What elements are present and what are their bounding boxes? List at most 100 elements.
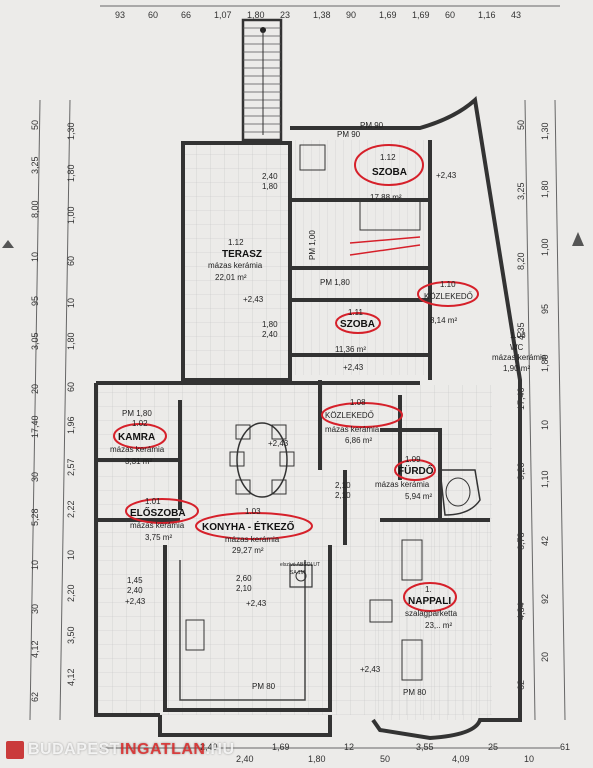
svg-text:mázas kerámia: mázas kerámia <box>110 445 165 454</box>
room-kozlekedo-110: 1.10 KÖZLEKEDŐ 8,14 m² <box>424 280 473 325</box>
svg-text:6,86 m²: 6,86 m² <box>345 436 372 445</box>
dims-left-a-label: 10 <box>30 560 40 570</box>
svg-text:ELŐSZOBA: ELŐSZOBA <box>130 506 186 519</box>
svg-text:PM 1,80: PM 1,80 <box>320 278 350 287</box>
dims-top-label: 93 <box>115 10 125 20</box>
svg-text:2,10: 2,10 <box>335 491 351 500</box>
dims-bottom-label: 3,55 <box>416 742 434 752</box>
svg-text:PM 1,80: PM 1,80 <box>122 409 152 418</box>
section-marker-icon-left <box>2 240 14 248</box>
svg-text:TERASZ: TERASZ <box>222 249 262 260</box>
dims-top-label: 60 <box>148 10 158 20</box>
dims-top-label: 66 <box>181 10 191 20</box>
dims-left-b-label: 2,57 <box>66 458 76 476</box>
dims-left-a-label: 17,40 <box>30 415 40 438</box>
floor-finishes <box>97 140 492 720</box>
svg-text:mázas kerámia: mázas kerámia <box>130 521 185 530</box>
dims-left-b-label: 4,12 <box>66 668 76 686</box>
dims-top-label: 1,80 <box>247 10 265 20</box>
dims-bottom-label: 2,40 <box>236 754 254 764</box>
dims-left-b-label: 1,80 <box>66 164 76 182</box>
living-furniture <box>299 144 423 681</box>
svg-text:8,14 m²: 8,14 m² <box>430 316 457 325</box>
svg-text:2,10: 2,10 <box>335 481 351 490</box>
dims-left-b-label: 1,30 <box>66 122 76 140</box>
dims-bottom-label: 61 <box>560 742 570 752</box>
dims-right-b-label: 42 <box>540 536 550 546</box>
dims-bottom-label: 1,69 <box>272 742 290 752</box>
kitchen-counter <box>179 560 313 701</box>
svg-text:mázas kerámia: mázas kerámia <box>492 353 547 362</box>
svg-text:17,88 m²: 17,88 m² <box>370 193 402 202</box>
watermark-part2: INGATLAN <box>120 741 206 758</box>
svg-text:1,80: 1,80 <box>262 320 278 329</box>
svg-text:+2,43: +2,43 <box>243 295 264 304</box>
svg-text:SZOBA: SZOBA <box>372 167 407 178</box>
section-marker-icon-right <box>572 232 584 246</box>
svg-text:1.06: 1.06 <box>510 331 526 340</box>
dims-left-b-label: 1,00 <box>66 206 76 224</box>
svg-text:23,.. m²: 23,.. m² <box>425 621 452 630</box>
dims-left-a-label: 8,00 <box>30 200 40 218</box>
svg-text:1.12: 1.12 <box>228 238 244 247</box>
svg-text:3,75 m²: 3,75 m² <box>145 533 172 542</box>
dims-right-b-label: 10 <box>540 420 550 430</box>
dims-left-a-label: 95 <box>30 296 40 306</box>
svg-text:2,40: 2,40 <box>262 172 278 181</box>
svg-text:SZOBA: SZOBA <box>340 319 375 330</box>
svg-text:5,94 m²: 5,94 m² <box>405 492 432 501</box>
svg-text:elszívó ABSOLUT: elszívó ABSOLUT <box>280 562 320 568</box>
dims-left-b-label: 60 <box>66 382 76 392</box>
dims-top-label: 60 <box>445 10 455 20</box>
svg-text:+2,43: +2,43 <box>268 439 289 448</box>
dims-bottom-label: 10 <box>524 754 534 764</box>
svg-text:1.: 1. <box>425 585 432 594</box>
svg-text:29,27 m²: 29,27 m² <box>232 546 264 555</box>
dims-bottom-label: 12 <box>344 742 354 752</box>
svg-text:szalagparketta: szalagparketta <box>405 609 458 618</box>
svg-text:FÜRDŐ: FÜRDŐ <box>398 464 434 477</box>
room-szoba-112: 1.12 SZOBA 17,88 m² <box>370 153 407 202</box>
svg-text:3,31 m²: 3,31 m² <box>125 457 152 466</box>
svg-text:WC: WC <box>510 343 524 352</box>
room-kozlekedo-108: 1.08 KÖZLEKEDŐ mázas kerámia 6,86 m² <box>325 398 380 445</box>
svg-text:2,40: 2,40 <box>127 586 143 595</box>
dims-right-a-label: 3,25 <box>516 182 526 200</box>
svg-text:1.09: 1.09 <box>405 455 421 464</box>
dims-right-b-label: 1,30 <box>540 122 550 140</box>
dining-table <box>229 422 295 498</box>
svg-text:PM 90: PM 90 <box>337 130 361 139</box>
dims-left-b-label: 1,80 <box>66 332 76 350</box>
svg-text:1.01: 1.01 <box>145 497 161 506</box>
dims-top-label: 1,69 <box>412 10 430 20</box>
dims-top-label: 23 <box>280 10 290 20</box>
svg-text:PM 80: PM 80 <box>403 688 427 697</box>
svg-text:1,90 m²: 1,90 m² <box>503 364 530 373</box>
svg-text:1.12: 1.12 <box>380 153 396 162</box>
dims-left-a-label: 30 <box>30 604 40 614</box>
plan-notes: PM 90 PM 90 PM 1,80 PM 1,00 PM 1,80 PM 8… <box>122 121 427 697</box>
svg-text:+2,43: +2,43 <box>360 665 381 674</box>
dimension-lines <box>2 5 584 749</box>
dims-right-b-label: 95 <box>540 304 550 314</box>
svg-text:PM 80: PM 80 <box>252 682 276 691</box>
room-labels: 1.12 SZOBA 17,88 m² 1.12 TERASZ mázas ke… <box>110 153 547 630</box>
dims-left-b-label: 10 <box>66 550 76 560</box>
dims-left-b-label: 1,96 <box>66 416 76 434</box>
dims-left-a-label: 30 <box>30 472 40 482</box>
dims-right-b-label: 1,80 <box>540 354 550 372</box>
dims-left-a-label: 4,12 <box>30 640 40 658</box>
dims-right-b-label: 20 <box>540 652 550 662</box>
room-konyha-etkezo: 1.03 KONYHA - ÉTKEZŐ mázas kerámia 29,27… <box>202 507 295 555</box>
dims-top-label: 1,69 <box>379 10 397 20</box>
svg-text:mázas kerámia: mázas kerámia <box>208 261 263 270</box>
svg-text:1.10: 1.10 <box>440 280 456 289</box>
dims-left-a-label: 50 <box>30 120 40 130</box>
svg-text:mázas kerámia: mázas kerámia <box>225 535 280 544</box>
dims-left-a-label: 3,05 <box>30 332 40 350</box>
svg-text:1.03: 1.03 <box>245 507 261 516</box>
dims-right-b-label: 1,00 <box>540 238 550 256</box>
svg-text:KÖZLEKEDŐ: KÖZLEKEDŐ <box>325 411 374 420</box>
